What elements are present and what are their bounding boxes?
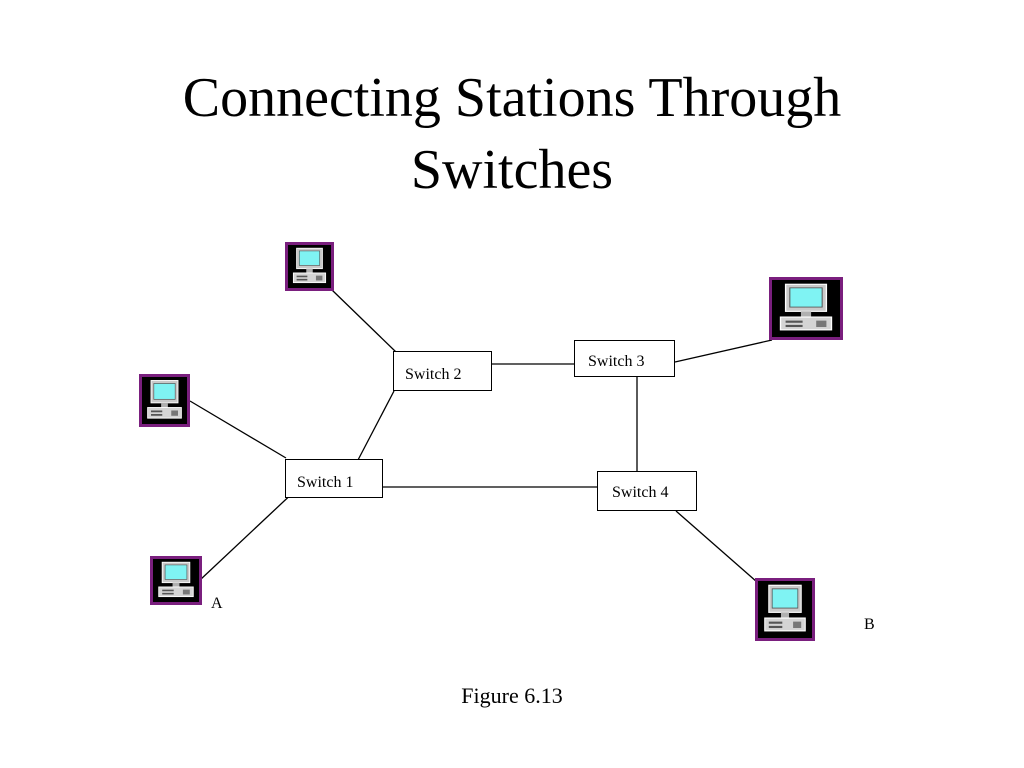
switch-4-label: Switch 4 <box>612 484 669 501</box>
screen-shape <box>789 287 823 308</box>
panel-shape <box>171 410 178 416</box>
switch-2-box: Switch 2 <box>393 351 492 391</box>
computer-icon <box>158 561 194 598</box>
stand-shape <box>172 582 180 587</box>
stand-shape <box>800 311 812 318</box>
station-right-top <box>769 277 843 340</box>
switch-3-label: Switch 3 <box>588 353 645 370</box>
screen-shape <box>153 383 176 400</box>
drive-slot-shape <box>785 320 803 323</box>
stand-shape <box>780 612 790 619</box>
station-a-label: A <box>211 595 223 612</box>
stand-shape <box>161 402 168 408</box>
computer-icon <box>764 584 806 632</box>
slide-title: Connecting Stations Through Switches <box>0 62 1024 206</box>
base-unit-shape <box>158 586 194 598</box>
drive-slot-shape <box>296 278 308 281</box>
switch-2-label: Switch 2 <box>405 366 462 383</box>
panel-shape <box>793 621 802 629</box>
drive-slot-shape <box>151 414 163 416</box>
station-b <box>755 578 815 641</box>
station-top <box>285 242 334 291</box>
computer-icon <box>292 247 327 284</box>
computer-icon <box>147 380 182 419</box>
computer-icon <box>779 283 833 331</box>
switch-4-box: Switch 4 <box>597 471 697 511</box>
link-switch-4-station-b <box>675 510 758 583</box>
drive-slot-shape <box>162 592 174 595</box>
figure-caption: Figure 6.13 <box>461 683 563 708</box>
link-switch-3-station-right-top <box>674 339 773 363</box>
drive-slot-shape <box>296 275 308 278</box>
switch-1-box: Switch 1 <box>285 459 383 498</box>
station-b-label: B <box>864 616 875 633</box>
drive-slot-shape <box>768 625 783 629</box>
panel-shape <box>182 589 190 595</box>
link-station-left-switch-1 <box>189 400 287 459</box>
title-line-2: Switches <box>410 139 614 201</box>
link-switch-2-switch-1 <box>357 390 395 461</box>
screen-shape <box>771 588 799 609</box>
station-left <box>139 374 190 427</box>
drive-slot-shape <box>768 621 783 624</box>
screen-shape <box>298 250 321 266</box>
link-station-a-switch-1 <box>199 487 299 581</box>
drive-slot-shape <box>162 589 174 592</box>
drive-slot-shape <box>785 324 803 328</box>
base-unit-shape <box>292 272 327 284</box>
switch-3-box: Switch 3 <box>574 340 675 377</box>
switch-1-label: Switch 1 <box>297 474 354 491</box>
title-line-1: Connecting Stations Through <box>182 67 842 129</box>
panel-shape <box>315 275 323 281</box>
stand-shape <box>306 268 313 273</box>
station-a <box>150 556 202 605</box>
drive-slot-shape <box>151 410 163 413</box>
link-station-top-switch-2 <box>331 289 397 353</box>
screen-shape <box>164 564 188 580</box>
panel-shape <box>816 320 827 328</box>
base-unit-shape <box>147 407 182 419</box>
